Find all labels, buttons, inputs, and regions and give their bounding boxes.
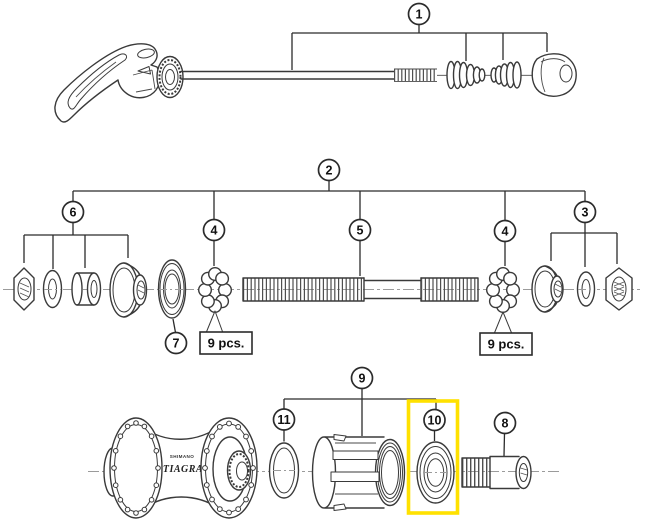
quick-release-assembly — [54, 43, 577, 123]
ball-retainer-right — [486, 267, 521, 314]
callout-4-right-circle — [493, 219, 517, 243]
callout-2: 2 — [72, 158, 586, 220]
callout-2-circle — [317, 158, 341, 182]
callout-3: 3 — [550, 200, 618, 267]
callout-6-circle — [61, 200, 85, 224]
callout-9-label: 9 — [359, 372, 366, 386]
callout-2-label: 2 — [326, 164, 333, 178]
qr-cam-housing — [132, 69, 156, 93]
qty-label-right: 9 pcs. — [479, 311, 533, 356]
axle-5 — [242, 277, 479, 302]
callout-1: 1 — [291, 2, 548, 70]
qty-right-pointer — [493, 311, 513, 335]
left-spacer — [71, 272, 102, 306]
qr-serrated-flange — [156, 55, 184, 99]
callout-1-circle — [407, 2, 431, 26]
qty-right-text: 9 pcs. — [488, 337, 525, 352]
left-locknut — [13, 267, 35, 311]
right-cone — [531, 265, 564, 313]
qr-skewer-rod — [180, 68, 534, 82]
left-cone — [109, 262, 148, 318]
qr-lever-slot-line — [75, 61, 117, 98]
freehub-body — [311, 434, 406, 511]
hub-right-spoke-holes — [202, 420, 256, 516]
callout-4-left-circle — [202, 218, 226, 242]
callout-11-label: 11 — [277, 413, 290, 427]
axle-assembly — [13, 259, 633, 319]
callout-3-lines — [550, 222, 618, 267]
callout-1-lines — [291, 24, 548, 70]
callout-4-right: 4 — [493, 219, 517, 266]
callout-9-circle — [350, 366, 374, 390]
callout-4-left: 4 — [202, 218, 226, 266]
callout-4-right-label: 4 — [502, 225, 509, 239]
callout-9: 9 — [283, 366, 437, 436]
hub-left-spoke-holes — [111, 420, 161, 516]
hub-brand-text: SHIMANO — [170, 454, 195, 459]
callout-7-label: 7 — [173, 337, 180, 351]
hub-left-flange — [109, 417, 163, 519]
callout-4-left-label: 4 — [211, 224, 218, 238]
callout-10-label: 10 — [428, 414, 442, 428]
callout-5-circle — [348, 218, 372, 242]
freehub-spline-slot-2 — [330, 471, 380, 482]
freehub-notches — [333, 434, 347, 511]
callout-2-lines — [72, 180, 586, 220]
callout-6: 6 — [23, 200, 129, 269]
callout-5: 5 — [348, 218, 372, 276]
callout-8-circle — [493, 411, 517, 435]
qr-lever-slot — [67, 53, 128, 110]
qty-left-pointer — [205, 310, 224, 334]
qty-label-left: 9 pcs. — [199, 310, 253, 355]
callout-11: 11 — [272, 408, 296, 442]
qty-left-text: 9 pcs. — [208, 336, 245, 351]
callout-9-lines — [283, 388, 437, 436]
ball-retainer-left — [197, 267, 232, 314]
fixing-bolt-8 — [461, 455, 532, 490]
hub-spline-insert — [212, 436, 252, 502]
callout-5-label: 5 — [357, 224, 364, 238]
callout-7: 7 — [164, 318, 188, 355]
hub-model-text: TIAGRA — [163, 464, 203, 475]
callout-1-label: 1 — [416, 8, 423, 22]
callout-8-line — [503, 433, 506, 457]
qty-right-box — [479, 332, 533, 356]
callout-3-label: 3 — [582, 206, 589, 220]
qr-lever-head-oval — [137, 48, 155, 59]
qty-left-box — [199, 331, 253, 355]
freehub-spline-slot-1 — [332, 450, 379, 460]
qr-spring-right — [490, 61, 522, 89]
hub-body: SHIMANO TIAGRA — [103, 417, 258, 519]
qr-end-nut — [531, 53, 577, 97]
centerline-through-bottom-rings — [273, 470, 447, 473]
right-locknut — [605, 267, 633, 311]
callout-7-line — [172, 318, 177, 333]
qr-spring-left — [446, 60, 486, 90]
callout-6-label: 6 — [70, 206, 77, 220]
highlight-box — [406, 399, 460, 515]
callout-6-lines — [23, 222, 129, 269]
callout-8-label: 8 — [502, 417, 509, 431]
callout-8: 8 — [493, 411, 517, 457]
callout-11-circle — [272, 408, 296, 431]
callout-7-circle — [164, 331, 188, 355]
callout-10: 10 — [423, 408, 446, 441]
callout-10-circle — [423, 408, 446, 432]
callout-3-circle — [573, 200, 597, 224]
freehub-spline-lines — [335, 442, 378, 495]
